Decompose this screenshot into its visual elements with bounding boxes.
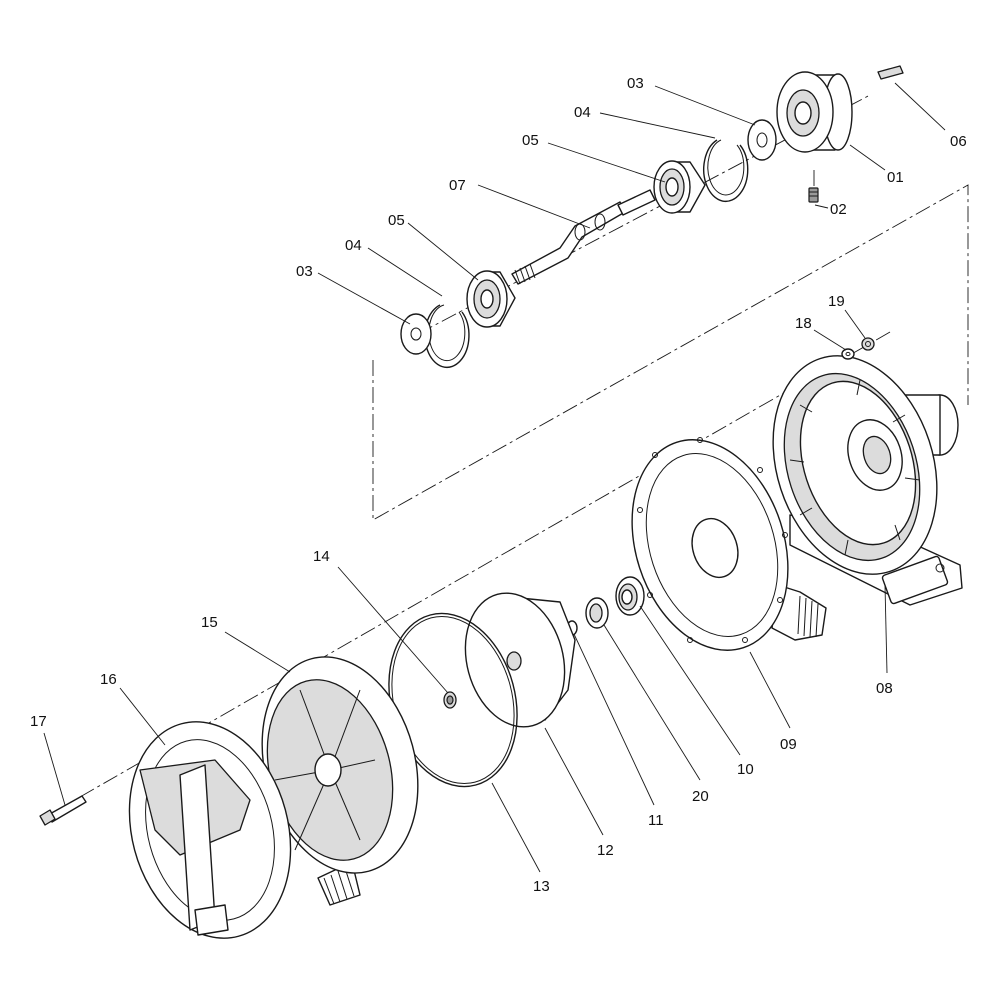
callout-03-lower: 03 bbox=[296, 263, 313, 280]
callout-14: 14 bbox=[313, 548, 330, 565]
callout-10: 10 bbox=[737, 761, 754, 778]
callout-13: 13 bbox=[533, 878, 550, 895]
callout-04-lower: 04 bbox=[345, 237, 362, 254]
part-05-bearing-lower bbox=[466, 270, 516, 328]
callout-18: 18 bbox=[795, 315, 812, 332]
callout-12: 12 bbox=[597, 842, 614, 859]
part-17-bolt bbox=[39, 795, 87, 826]
part-04-circlip-upper bbox=[703, 139, 749, 203]
part-01-pulley bbox=[776, 71, 853, 153]
callout-16: 16 bbox=[100, 671, 117, 688]
part-05-bearing-upper bbox=[653, 160, 706, 214]
callout-09: 09 bbox=[780, 736, 797, 753]
part-06-key bbox=[877, 65, 904, 80]
part-20-seal-ring bbox=[585, 597, 609, 629]
part-14-nut bbox=[443, 691, 457, 709]
part-16-front-frame bbox=[128, 721, 292, 939]
callout-20: 20 bbox=[692, 788, 709, 805]
part-10-mechanical-seal bbox=[615, 576, 645, 616]
callout-19: 19 bbox=[828, 293, 845, 310]
callout-05-lower: 05 bbox=[388, 212, 405, 229]
part-15-front-cover bbox=[261, 656, 419, 906]
callout-01: 01 bbox=[887, 169, 904, 186]
callout-06: 06 bbox=[950, 133, 967, 150]
part-02-set-screw bbox=[808, 187, 819, 203]
callout-07: 07 bbox=[449, 177, 466, 194]
part-12-impeller bbox=[464, 592, 576, 728]
part-03-spacer-lower bbox=[400, 313, 432, 355]
callout-15: 15 bbox=[201, 614, 218, 631]
part-19-nut bbox=[861, 337, 875, 351]
callout-08: 08 bbox=[876, 680, 893, 697]
part-08-pump-housing bbox=[772, 355, 963, 606]
part-07-shaft bbox=[511, 189, 656, 285]
callout-02: 02 bbox=[830, 201, 847, 218]
part-09-back-plate bbox=[631, 437, 827, 651]
callout-04-upper: 04 bbox=[574, 104, 591, 121]
part-18-washer bbox=[841, 348, 855, 360]
callout-17: 17 bbox=[30, 713, 47, 730]
leader-lines bbox=[43, 82, 946, 873]
callout-11: 11 bbox=[648, 812, 664, 829]
callout-labels: 01 02 03 03 04 04 05 05 06 07 08 09 10 1… bbox=[30, 75, 967, 895]
part-03-spacer-upper bbox=[747, 119, 777, 161]
callout-03-upper: 03 bbox=[627, 75, 644, 92]
callout-05-upper: 05 bbox=[522, 132, 539, 149]
